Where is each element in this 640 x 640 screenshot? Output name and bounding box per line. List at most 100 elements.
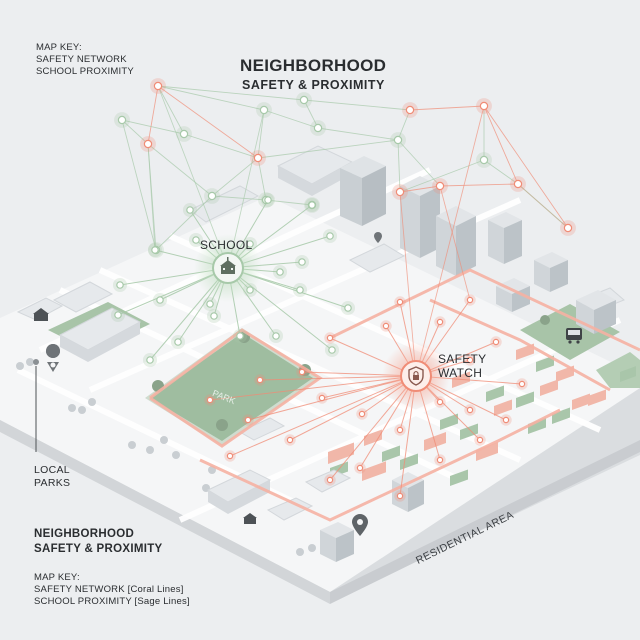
school-small-icon <box>33 308 49 321</box>
safety-network-node <box>476 436 484 444</box>
upper-network-link <box>263 109 319 129</box>
map-pin-icon <box>46 344 61 372</box>
upper-network-node <box>253 153 263 163</box>
upper-network-link <box>399 159 485 193</box>
upper-network-node <box>435 181 445 191</box>
upper-network-link <box>439 183 519 187</box>
safety-watch-line1: SAFETY <box>438 352 487 366</box>
school-network-node <box>192 236 200 244</box>
school-small-icon-2 <box>243 513 257 524</box>
upper-network-drop <box>517 183 569 229</box>
school-network-node <box>174 338 182 346</box>
upper-network-link <box>121 119 185 135</box>
upper-network-link <box>397 139 401 193</box>
school-network-node <box>236 332 244 340</box>
local-parks-label: LOCAL PARKS <box>34 464 70 490</box>
upper-network-node <box>393 135 403 145</box>
safety-network-node <box>244 416 252 424</box>
upper-network-link <box>157 85 265 111</box>
safety-network-node <box>326 334 334 342</box>
map-pin-icon-2 <box>352 514 368 536</box>
upper-network-link <box>147 143 213 197</box>
upper-network-link <box>399 185 441 193</box>
school-network-node <box>344 304 352 312</box>
upper-network-link <box>155 195 213 251</box>
safety-network-node <box>436 456 444 464</box>
upper-network-node <box>143 139 153 149</box>
upper-network-node <box>479 155 489 165</box>
safety-watch-line2: WATCH <box>438 366 483 380</box>
footer-map-key: MAP KEY: SAFETY NETWORK [Coral Lines] SC… <box>34 572 190 608</box>
safety-network-node <box>356 464 364 472</box>
school-building-icon <box>220 257 236 274</box>
bus-icon <box>566 328 582 344</box>
upper-network-link <box>121 119 157 251</box>
upper-network-link <box>157 85 259 159</box>
upper-network-drop <box>415 105 485 377</box>
footer-title: NEIGHBORHOOD SAFETY & PROXIMITY <box>34 527 163 557</box>
upper-network-link <box>183 133 259 159</box>
footer-key-item-safety: SAFETY NETWORK [Coral Lines] <box>34 584 184 595</box>
school-network-node <box>114 311 122 319</box>
safety-network-node <box>358 410 366 418</box>
upper-network-link <box>483 159 519 185</box>
school-network-node <box>296 286 304 294</box>
upper-network-drop <box>439 185 471 301</box>
upper-network-link <box>265 199 313 206</box>
upper-network-link <box>483 105 519 185</box>
upper-network-node <box>299 95 309 105</box>
upper-network-link <box>211 195 267 201</box>
upper-network-node <box>395 187 405 197</box>
pin-marker <box>33 359 39 365</box>
upper-network-node <box>117 115 127 125</box>
upper-network-drop <box>147 143 156 251</box>
upper-network-link <box>121 119 149 145</box>
school-hub <box>194 234 262 302</box>
upper-network-link <box>397 109 411 141</box>
upper-network-node <box>207 191 217 201</box>
upper-network-link <box>257 157 267 201</box>
safety-network-node <box>226 452 234 460</box>
upper-network-link <box>409 105 485 111</box>
map-key-item-safety: SAFETY NETWORK <box>36 54 127 65</box>
safety-network-node <box>318 394 326 402</box>
footer-title-line2: SAFETY & PROXIMITY <box>34 543 163 555</box>
safety-network-node <box>492 338 500 346</box>
upper-network-link <box>317 127 399 141</box>
school-network-node <box>328 346 336 354</box>
school-network-node <box>272 332 280 340</box>
upper-network-node <box>513 179 523 189</box>
upper-network-node <box>479 101 489 111</box>
school-network-node <box>151 246 159 254</box>
school-network-node <box>264 196 272 204</box>
main-subtitle: SAFETY & PROXIMITY <box>242 78 385 92</box>
map-key-header: MAP KEY: SAFETY NETWORK SCHOOL PROXIMITY <box>36 42 134 78</box>
school-network-node <box>298 258 306 266</box>
upper-network-node <box>179 129 189 139</box>
school-network-node <box>156 296 164 304</box>
safety-hub <box>382 342 450 410</box>
school-network-node <box>210 312 218 320</box>
school-network-node <box>186 206 194 214</box>
map-key-item-school: SCHOOL PROXIMITY <box>36 66 134 77</box>
safety-network-node <box>396 492 404 500</box>
upper-network-node <box>153 81 163 91</box>
school-network-node <box>326 232 334 240</box>
footer-key-item-school: SCHOOL PROXIMITY [Sage Lines] <box>34 596 190 607</box>
upper-network-node <box>313 123 323 133</box>
safety-network-node <box>466 356 474 364</box>
upper-network-link <box>157 85 305 101</box>
upper-network-link <box>257 139 399 159</box>
school-network-node <box>276 268 284 276</box>
shield-lock-icon <box>408 366 424 386</box>
upper-network-node <box>259 105 269 115</box>
safety-network-node <box>502 416 510 424</box>
buildings <box>16 145 625 562</box>
school-network-node <box>206 300 214 308</box>
safety-network-node <box>466 406 474 414</box>
upper-network-link <box>157 85 185 135</box>
upper-network-link <box>211 157 259 197</box>
upper-network-link <box>303 99 319 129</box>
